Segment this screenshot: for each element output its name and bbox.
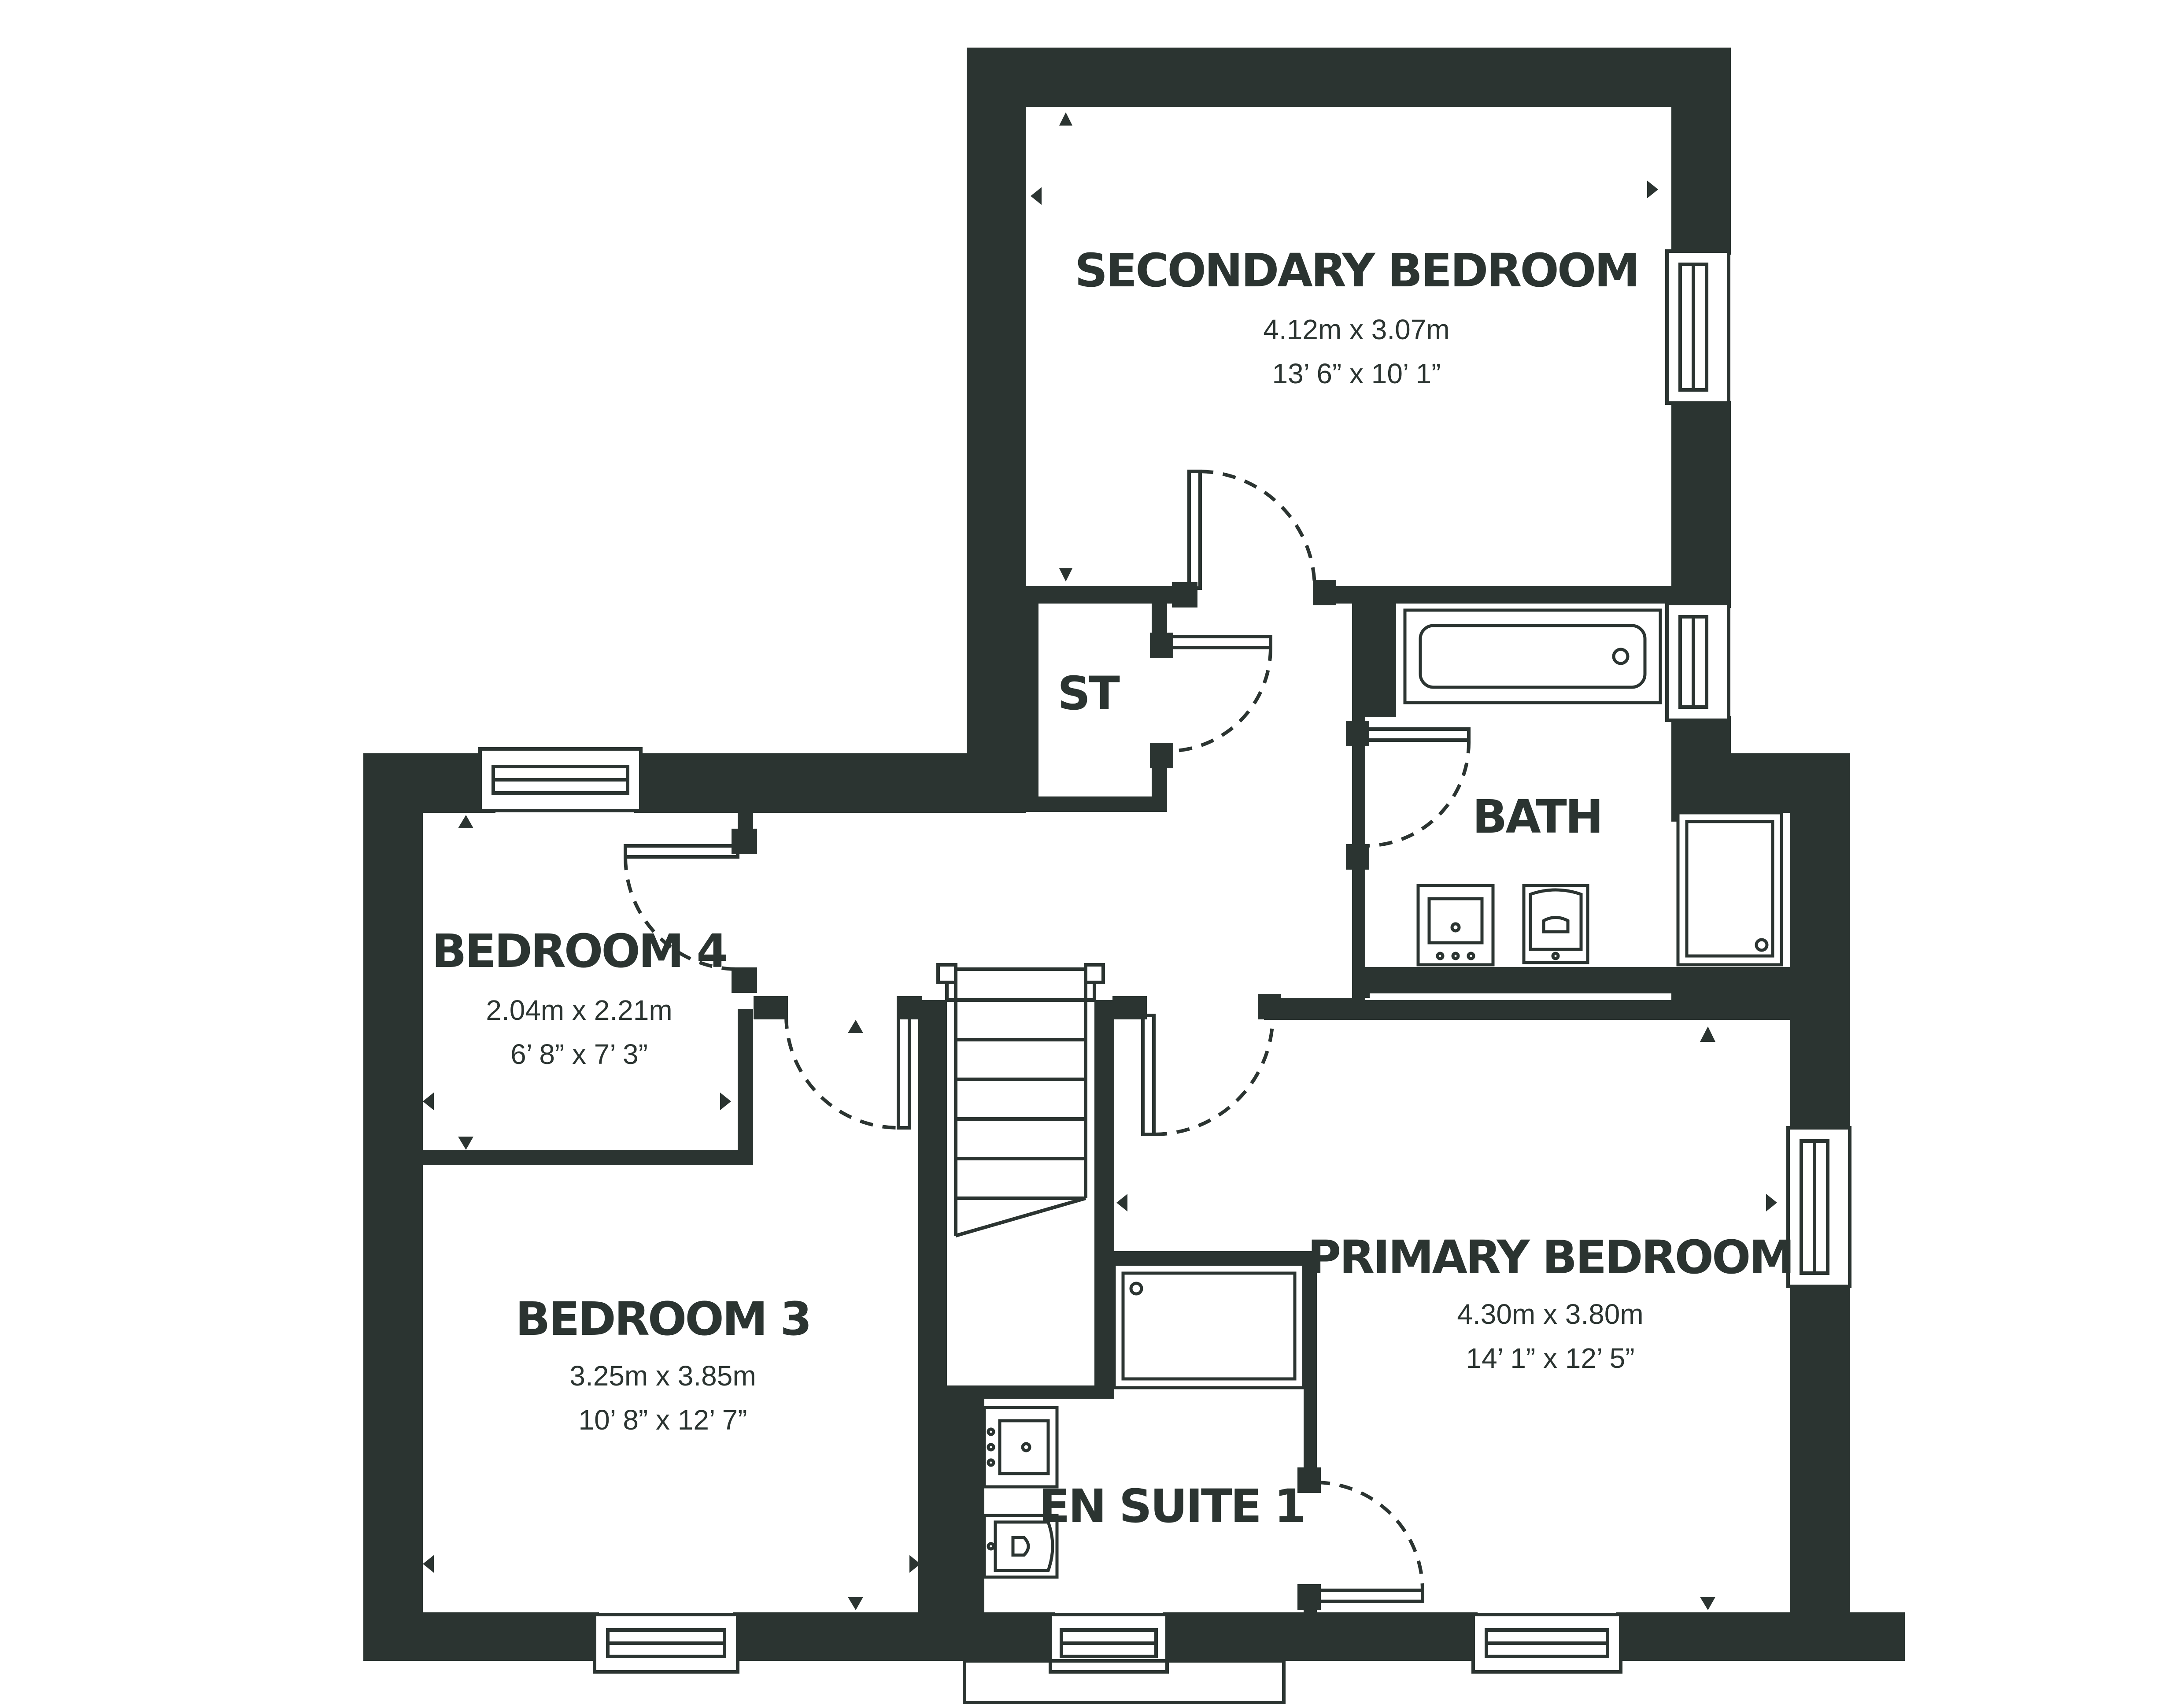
wall (1026, 796, 1167, 812)
wall (1152, 604, 1167, 637)
wall (1365, 993, 1370, 998)
wall (738, 1009, 753, 1165)
room-area-imperial: 10’ 8” x 12’ 7” (579, 1404, 747, 1436)
room-area-imperial: 6’ 8” x 7’ 3” (510, 1038, 648, 1070)
triangle-icon (720, 1093, 731, 1110)
wall (423, 1150, 753, 1165)
triangle-icon (1647, 181, 1658, 198)
wall (1671, 401, 1731, 608)
porch-outline (963, 1659, 1286, 1704)
room-area-imperial: 13’ 6” x 10’ 1” (1272, 358, 1441, 389)
room-area-metric: 4.30m x 3.80m (1457, 1298, 1643, 1330)
wall (1026, 589, 1038, 796)
room-name: SECONDARY BEDROOM (1075, 244, 1638, 297)
window-icon (593, 1613, 739, 1674)
doors (624, 470, 1471, 1610)
room-labels: SECONDARY BEDROOM 4.12m x 3.07m 13’ 6” x… (432, 244, 1795, 1533)
window-icon (1049, 1613, 1169, 1674)
walls (363, 48, 1905, 1661)
wall (1352, 589, 1396, 717)
room-name: ST (1057, 667, 1120, 720)
wall (947, 1385, 1114, 1399)
window-icon (1786, 1126, 1851, 1288)
wall (967, 48, 1731, 107)
toilet-icon (1522, 884, 1589, 964)
room-name: EN SUITE 1 (1039, 1479, 1304, 1533)
wall (1790, 1282, 1850, 1661)
triangle-icon (1031, 187, 1042, 205)
windows (478, 249, 1851, 1704)
door-swing-icon (754, 996, 922, 1130)
triangle-icon (458, 1137, 473, 1150)
room-name: BEDROOM 4 (432, 924, 727, 978)
wall (634, 753, 1026, 813)
room-area-metric: 2.04m x 2.21m (486, 994, 672, 1026)
toilet-icon (983, 1514, 1059, 1579)
triangle-icon (1766, 1194, 1777, 1211)
wall (1094, 1000, 1114, 1207)
door-swing-icon (624, 829, 757, 993)
shower-tray-icon (1112, 1263, 1305, 1389)
wall (1616, 1612, 1905, 1661)
wall (967, 48, 1026, 763)
triangle-icon (1116, 1194, 1127, 1211)
wall (1114, 1251, 1317, 1264)
room-area-metric: 3.25m x 3.85m (569, 1360, 756, 1392)
room-area-imperial: 14’ 1” x 12’ 5” (1466, 1342, 1635, 1374)
triangle-icon (1059, 568, 1072, 582)
shower-tray-icon (1676, 811, 1783, 967)
window-icon (478, 747, 643, 812)
basin-icon (1416, 884, 1495, 967)
room-name: BEDROOM 3 (515, 1292, 810, 1346)
door-swing-icon (1297, 1467, 1424, 1610)
wall (733, 1612, 1055, 1661)
wall (1671, 967, 1790, 1002)
wall (1352, 967, 1671, 993)
triangle-icon (1700, 1026, 1715, 1042)
wall (1094, 1207, 1114, 1397)
wall (363, 753, 423, 1661)
wall (947, 1399, 984, 1612)
triangle-icon (423, 1555, 434, 1573)
triangle-icon (848, 1597, 863, 1610)
room-area-metric: 4.12m x 3.07m (1263, 314, 1449, 345)
wall (1163, 1612, 1478, 1661)
door-swing-icon (1346, 721, 1471, 870)
wall (1671, 48, 1731, 255)
door-swing-icon (1112, 994, 1281, 1136)
window-icon (1471, 1613, 1622, 1674)
stairs-icon (936, 963, 1105, 1237)
triangle-icon (1059, 112, 1072, 126)
triangle-icon (458, 815, 473, 828)
wall (363, 1612, 599, 1661)
bathtub-icon (1403, 608, 1662, 704)
wall (1026, 586, 1174, 604)
window-icon (1665, 249, 1730, 405)
door-swing-icon (1172, 470, 1336, 608)
triangle-icon (909, 1555, 920, 1573)
wall (1790, 753, 1850, 1132)
dimension-markers (423, 112, 1777, 1610)
wall (1264, 1000, 1790, 1020)
window-icon (1665, 602, 1730, 722)
wall (1304, 1251, 1317, 1478)
wall (918, 1000, 947, 1612)
basin-icon (983, 1406, 1059, 1489)
room-name: PRIMARY BEDROOM (1308, 1230, 1793, 1284)
room-name: BATH (1472, 790, 1602, 844)
fixtures (983, 608, 1783, 1579)
triangle-icon (848, 1020, 863, 1033)
triangle-icon (1700, 1597, 1715, 1610)
door-swing-icon (1150, 633, 1272, 768)
triangle-icon (423, 1093, 434, 1110)
